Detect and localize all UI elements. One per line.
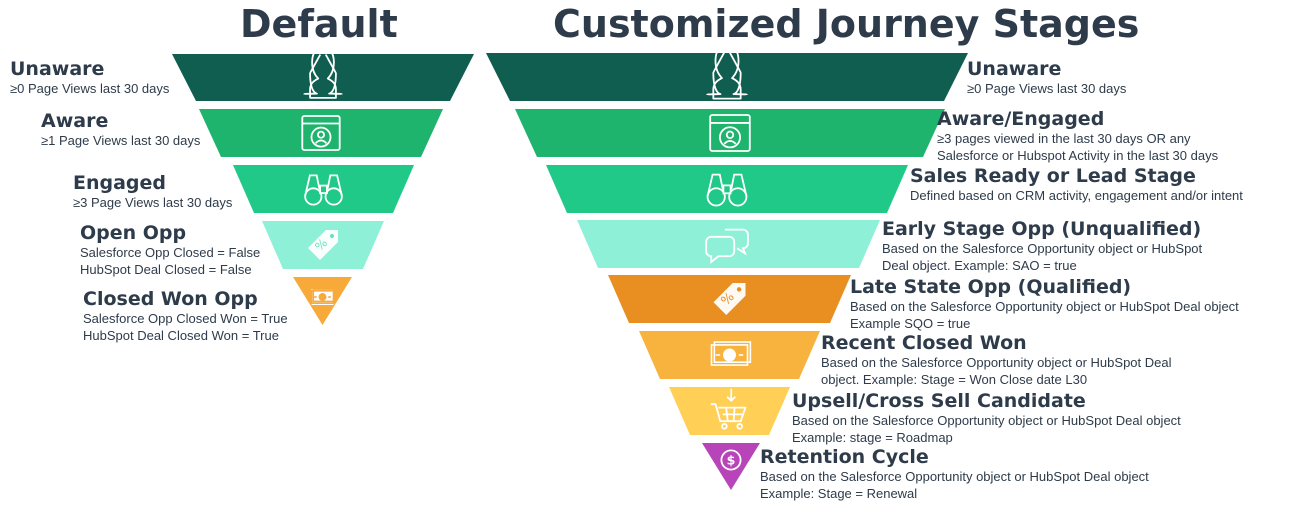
money-icon xyxy=(310,288,337,305)
stage-name: Recent Closed Won xyxy=(821,332,1027,354)
stage-description: Based on the Salesforce Opportunity obje… xyxy=(850,299,1239,314)
stage-name: Upsell/Cross Sell Candidate xyxy=(792,390,1086,412)
stage-description: ≥3 Page Views last 30 days xyxy=(73,195,233,210)
price-tag-icon: % xyxy=(308,230,338,260)
stage-description: HubSpot Deal Closed = False xyxy=(80,262,252,277)
stage-description: object. Example: Stage = Won Close date … xyxy=(821,372,1088,387)
stage-description: ≥0 Page Views last 30 days xyxy=(967,81,1127,96)
stage-name: Sales Ready or Lead Stage xyxy=(910,165,1196,187)
stage-description: Based on the Salesforce Opportunity obje… xyxy=(821,355,1172,370)
price-tag-icon: % xyxy=(713,283,746,315)
default-stage-3: Engaged≥3 Page Views last 30 days xyxy=(73,172,232,211)
browser-user-icon xyxy=(709,114,751,152)
stage-description: Based on the Salesforce Opportunity obje… xyxy=(792,413,1181,428)
users-icon xyxy=(303,45,343,99)
custom-title: Customized Journey Stages xyxy=(553,2,1140,46)
custom-stage-1: Unaware≥0 Page Views last 30 days xyxy=(967,58,1126,97)
default-band-3 xyxy=(233,165,414,213)
custom-band-2 xyxy=(515,109,945,157)
custom-stage-4: Early Stage Opp (Unqualified)Based on th… xyxy=(882,218,1202,274)
users-icon xyxy=(706,43,748,100)
stage-description: Based on the Salesforce Opportunity obje… xyxy=(760,469,1149,484)
custom-stage-2: Aware/Engaged≥3 pages viewed in the last… xyxy=(937,108,1218,164)
stage-description: Salesforce Opp Closed = False xyxy=(80,245,261,260)
stage-description: ≥0 Page Views last 30 days xyxy=(10,81,170,96)
default-stage-1: Unaware≥0 Page Views last 30 days xyxy=(10,58,169,97)
svg-text:$: $ xyxy=(727,453,736,468)
stage-name: Engaged xyxy=(73,172,167,194)
stage-description: ≥3 pages viewed in the last 30 days OR a… xyxy=(937,131,1191,146)
custom-stage-5: Late State Opp (Qualified)Based on the S… xyxy=(850,276,1239,332)
stage-name: Unaware xyxy=(967,58,1062,80)
custom-band-7 xyxy=(669,387,790,435)
custom-band-4 xyxy=(577,220,880,268)
stage-description: Example: stage = Roadmap xyxy=(792,430,953,445)
default-band-4: % xyxy=(262,221,384,269)
custom-band-3 xyxy=(546,165,908,213)
stage-name: Aware xyxy=(41,110,109,132)
browser-user-icon xyxy=(301,115,341,151)
stage-description: Defined based on CRM activity, engagemen… xyxy=(910,188,1243,203)
custom-band-6 xyxy=(639,331,820,379)
stage-name: Retention Cycle xyxy=(760,446,929,468)
default-band-2 xyxy=(199,109,443,157)
stage-description: ≥1 Page Views last 30 days xyxy=(41,133,201,148)
stage-name: Unaware xyxy=(10,58,105,80)
stage-description: Salesforce Opp Closed Won = True xyxy=(83,311,288,326)
stage-name: Early Stage Opp (Unqualified) xyxy=(882,218,1202,240)
chat-bubbles-icon xyxy=(705,228,749,264)
custom-band-5: % xyxy=(608,275,851,323)
custom-band-1 xyxy=(486,43,968,101)
stage-name: Closed Won Opp xyxy=(83,288,258,310)
dollar-cycle-icon: $ xyxy=(720,449,742,471)
stage-description: HubSpot Deal Closed Won = True xyxy=(83,328,279,343)
stage-description: Example: Stage = Renewal xyxy=(760,486,918,501)
custom-band-8: $ xyxy=(702,443,760,490)
stage-description: Deal object. Example: SAO = true xyxy=(882,258,1077,273)
default-band-1 xyxy=(172,45,474,101)
default-stage-2: Aware≥1 Page Views last 30 days xyxy=(41,110,200,149)
stage-name: Aware/Engaged xyxy=(937,108,1105,130)
binoculars-icon xyxy=(706,173,748,207)
stage-description: Salesforce or Hubspot Activity in the la… xyxy=(937,148,1219,163)
binoculars-icon xyxy=(304,174,343,206)
stage-description: Based on the Salesforce Opportunity obje… xyxy=(882,241,1203,256)
default-title: Default xyxy=(240,2,398,46)
stage-name: Open Opp xyxy=(80,222,187,244)
stage-description: Example SQO = true xyxy=(850,316,971,331)
money-icon xyxy=(710,341,752,366)
stage-name: Late State Opp (Qualified) xyxy=(850,276,1132,298)
default-band-5 xyxy=(293,277,352,325)
cart-icon xyxy=(710,388,747,430)
